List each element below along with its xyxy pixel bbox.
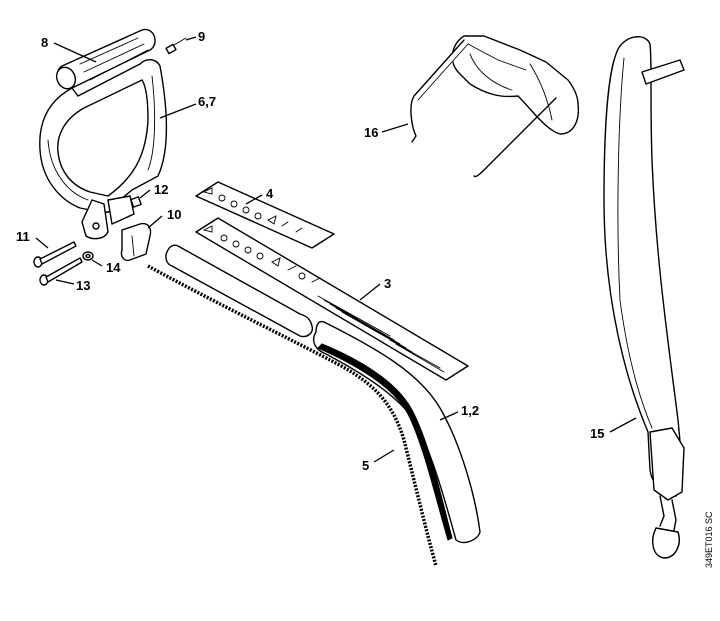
callout-grip: 8 [41, 35, 48, 50]
callout-screw-top: 9 [198, 29, 205, 44]
callout-harness: 15 [590, 426, 604, 441]
callout-drive-shaft: 5 [362, 458, 369, 473]
callout-washer: 14 [106, 260, 121, 275]
loop-handle-part [39, 59, 168, 240]
callout-drive-tube: 1,2 [461, 403, 479, 418]
nut-part [130, 196, 142, 208]
leader-lines [35, 36, 637, 463]
callout-nut: 12 [154, 182, 168, 197]
washer-part [82, 251, 94, 261]
screw-long-part [33, 241, 77, 268]
callout-decal-small: 4 [266, 186, 274, 201]
callout-bolt: 13 [76, 278, 90, 293]
drive-tube-part [165, 244, 481, 544]
decal-small-part [195, 181, 335, 249]
callout-screw-long: 11 [16, 229, 30, 244]
bolt-part [39, 257, 83, 286]
callout-glasses: 16 [364, 125, 378, 140]
clamp-part [120, 222, 152, 262]
callout-decal-large: 3 [384, 276, 391, 291]
callout-clamp: 10 [167, 207, 181, 222]
glasses-part [410, 35, 580, 178]
decal-large-part [195, 217, 469, 381]
screw-top-part [165, 37, 187, 55]
harness-part [603, 36, 685, 559]
callout-handle: 6,7 [198, 94, 216, 109]
drawing-code: 349ET016 SC [704, 511, 714, 568]
